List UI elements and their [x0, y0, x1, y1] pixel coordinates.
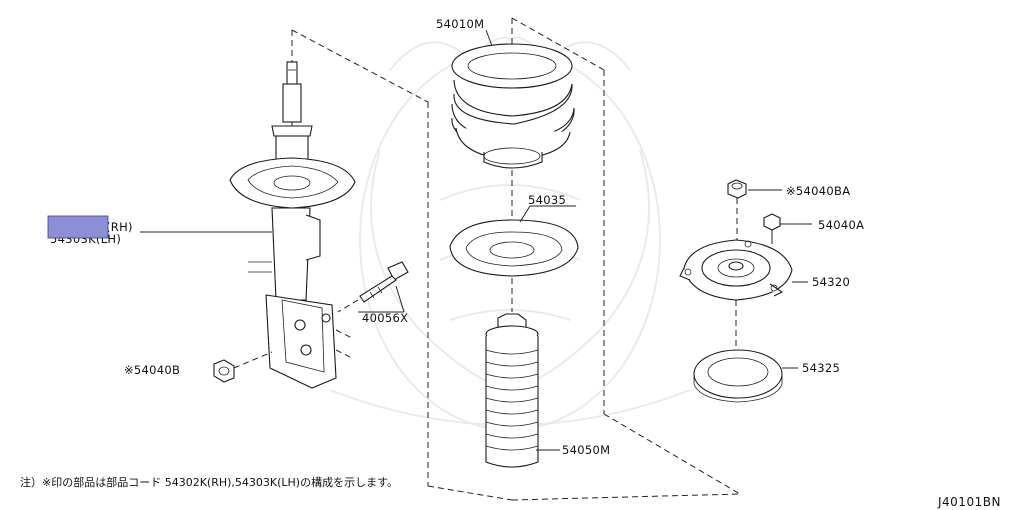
label-strut-mount: 54320	[812, 275, 850, 289]
bolt-40056x	[337, 261, 409, 313]
strut-assembly	[229, 61, 356, 389]
bearing	[693, 349, 798, 403]
label-mount-bolt: 54040A	[818, 218, 864, 232]
label-bolt-40056x: 40056X	[362, 311, 408, 325]
figure-code: J40101BN	[937, 495, 1001, 509]
strut-mount	[679, 239, 808, 346]
label-nut-54040b: ※54040B	[124, 363, 180, 377]
redaction-box	[47, 215, 109, 239]
coil-spring	[451, 29, 575, 169]
mount-bolt	[763, 213, 812, 244]
label-bearing: 54325	[802, 361, 840, 375]
nut-54040b	[213, 351, 273, 383]
label-bound-bumper: 54050M	[562, 443, 610, 457]
label-mount-nut: ※54040BA	[786, 184, 850, 198]
mount-nut	[727, 179, 782, 240]
label-strut-rh: (RH)	[106, 220, 133, 234]
label-spring-seat: 54035	[528, 193, 566, 207]
spring-seat	[449, 205, 579, 277]
bound-bumper	[485, 170, 560, 468]
footnote: 注）※印の部品は部品コード 54302K(RH),54303K(LH)の構成を示…	[20, 475, 398, 489]
label-spring: 54010M	[436, 17, 484, 31]
